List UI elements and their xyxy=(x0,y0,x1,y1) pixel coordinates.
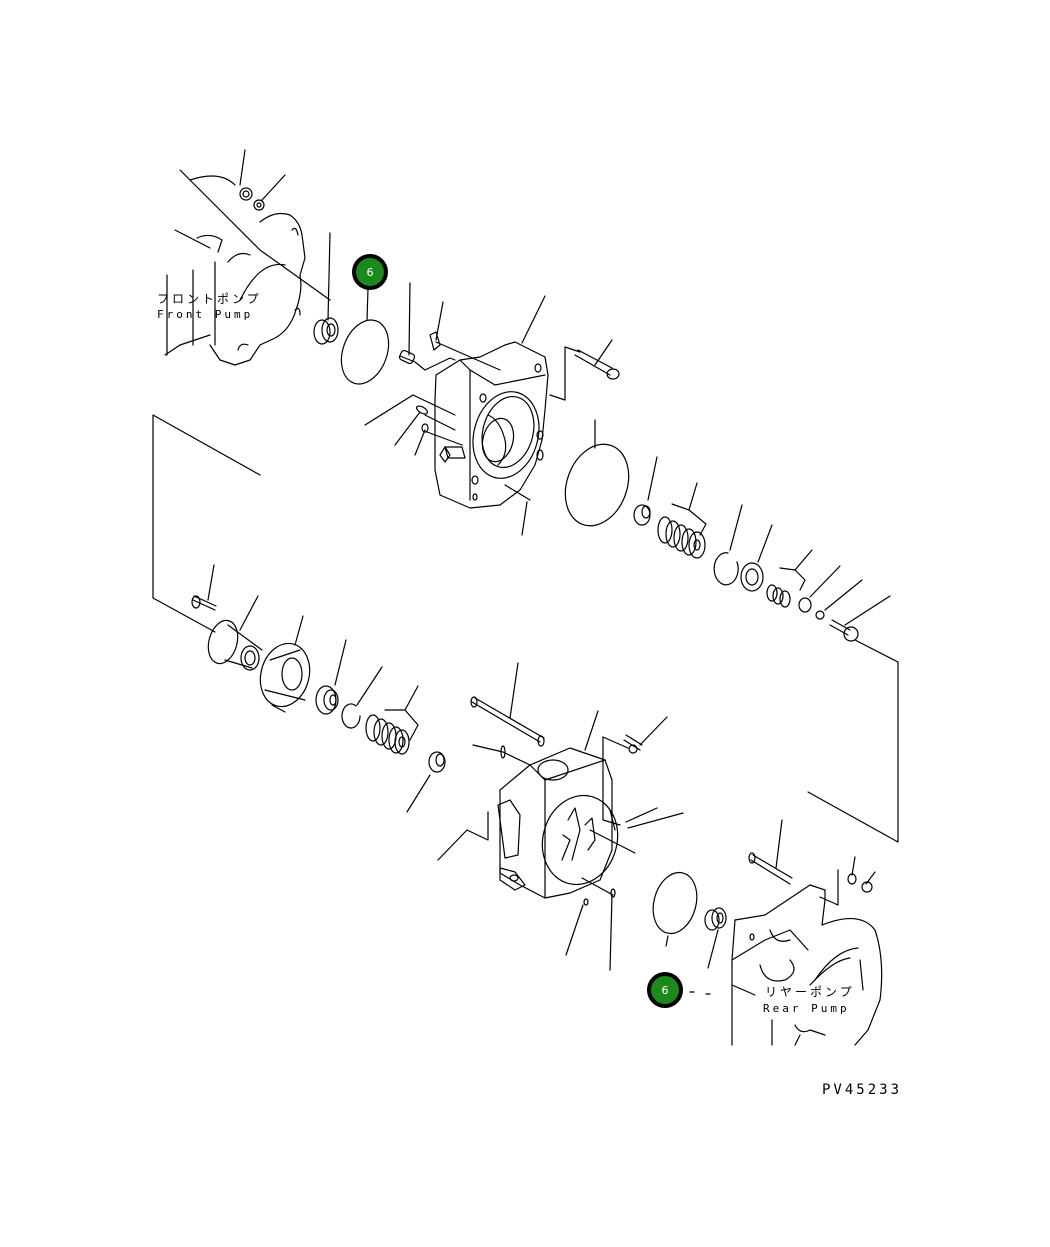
rear-pump-label-en: Rear Pump xyxy=(763,1002,850,1015)
front-pump-housing xyxy=(164,149,331,366)
valve-parts-lower xyxy=(191,564,446,813)
cap-screw xyxy=(549,339,620,401)
rear-pump-label-jp: リヤーポンプ xyxy=(765,985,855,999)
callout-number: 6 xyxy=(366,265,374,279)
front-pump-label-en: Front Pump xyxy=(157,308,254,321)
rear-oil-seal xyxy=(704,907,727,969)
rear-pump-housing xyxy=(731,819,883,1046)
rear-o-ring xyxy=(652,871,698,947)
callout-badge-rear-o-ring[interactable]: 6 xyxy=(647,972,683,1008)
front-pump-body xyxy=(364,282,549,536)
valve-parts-upper xyxy=(633,456,899,843)
callout-badge-front-o-ring[interactable]: 6 xyxy=(352,254,388,290)
rear-pump-body xyxy=(437,662,684,971)
middle-o-ring xyxy=(564,419,630,527)
leader-frame-left xyxy=(152,414,261,633)
front-pump-label-jp: フロントポンプ xyxy=(157,292,262,306)
callout-leader-rear xyxy=(689,991,711,995)
figure-code: PV45233 xyxy=(822,1082,903,1098)
front-oil-seal xyxy=(313,232,339,345)
front-o-ring xyxy=(340,288,390,385)
callout-number: 6 xyxy=(661,983,669,997)
